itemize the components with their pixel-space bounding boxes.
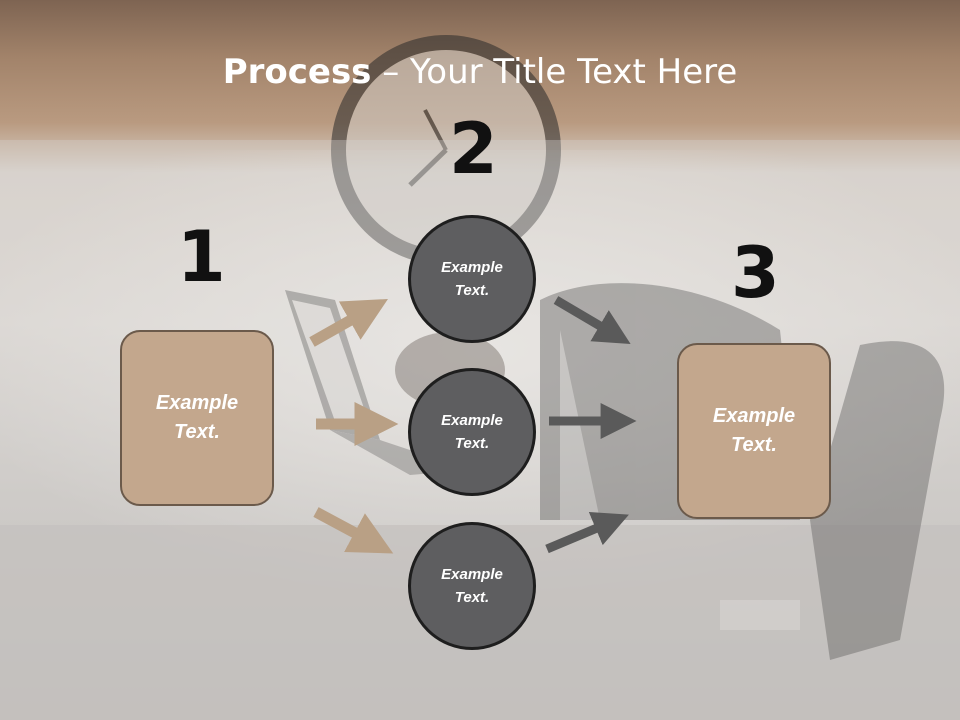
left-box-text: Example Text.	[155, 392, 239, 443]
circle-2: Example Text.	[408, 368, 536, 496]
circle-3: Example Text.	[408, 522, 536, 650]
step-number-1: 1	[177, 216, 226, 298]
slide-title: Process – Your Title Text Here	[0, 52, 960, 92]
arrow-to-circle-3	[313, 507, 394, 554]
circle-1-text: Example Text.	[441, 259, 503, 299]
circle-1: Example Text.	[408, 215, 536, 343]
step-number-3: 3	[731, 232, 780, 314]
title-bold: Process	[222, 52, 372, 92]
office-chair	[720, 341, 945, 660]
wall-clock	[331, 35, 561, 265]
right-box-text: Example Text.	[712, 405, 796, 456]
title-rest: – Your Title Text Here	[371, 52, 738, 92]
step-number-2: 2	[449, 108, 498, 190]
circle-3-text: Example Text.	[441, 566, 503, 606]
arrow-from-circle-3	[545, 511, 629, 554]
right-text-box: Example Text.	[677, 343, 831, 519]
left-text-box: Example Text.	[120, 330, 274, 506]
circle-2-text: Example Text.	[441, 412, 503, 452]
arrow-from-circle-1	[553, 296, 631, 344]
arrow-to-circle-1	[309, 298, 388, 347]
